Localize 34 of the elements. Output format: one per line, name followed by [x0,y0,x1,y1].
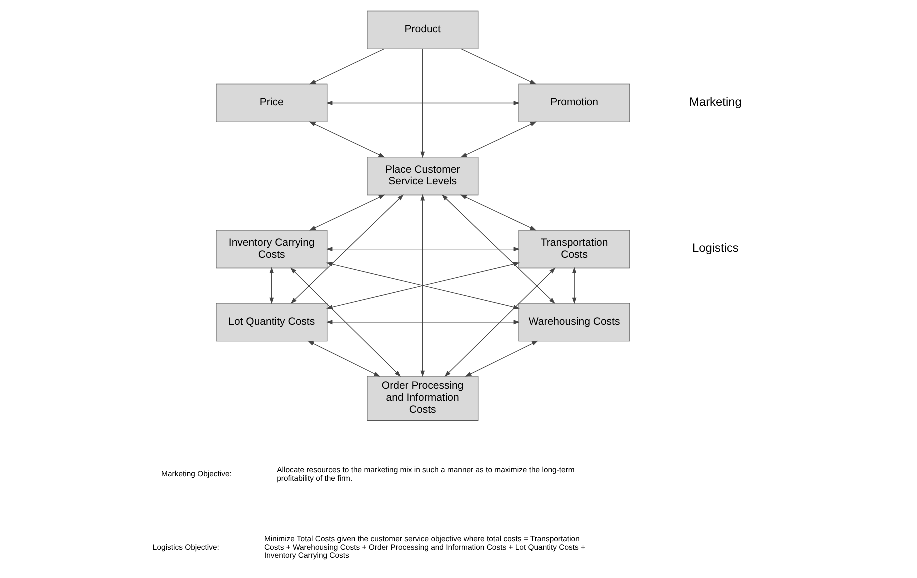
node-box: Price [216,84,328,123]
arrow [290,194,404,304]
arrow [460,122,537,158]
node-box: Place Customer Service Levels [367,156,479,196]
node-box: Order Processing and Information Costs [367,376,479,422]
arrow [310,194,386,231]
arrow [420,48,426,158]
arrow [572,267,577,304]
label: Marketing [690,95,742,110]
label: Logistics Objective: [152,542,220,552]
arrow [308,340,381,377]
node-box: Product [367,10,479,50]
label: Logistics [692,241,739,256]
arrow [290,268,402,378]
node-box: Inventory Carrying Costs [216,230,328,269]
node-box: Transportation Costs [518,230,630,269]
label: Allocate resources to the marketing mix in such a manner as to maximize the long-term profitability of the firm. [277,466,575,483]
node-box: Warehousing Costs [518,303,630,342]
arrow [326,101,520,106]
label: Marketing Objective: [162,470,232,479]
arrow [465,340,538,377]
arrow [442,194,556,304]
arrow [310,48,385,85]
arrow [326,320,520,325]
arrow [420,194,426,378]
arrow [270,267,274,304]
arrow [326,247,520,252]
arrow [444,268,556,377]
label: Minimize Total Costs given the customer service objective where total costs = Transportation Costs + Warehousing Costs + Order Processing and Information Costs + Lot Quantity Costs + Inventory Carrying Costs [264,534,586,560]
node-box: Promotion [518,84,630,123]
arrow [460,194,537,231]
node-box: Lot Quantity Costs [216,303,328,342]
arrow [309,122,386,158]
arrow [461,48,537,85]
